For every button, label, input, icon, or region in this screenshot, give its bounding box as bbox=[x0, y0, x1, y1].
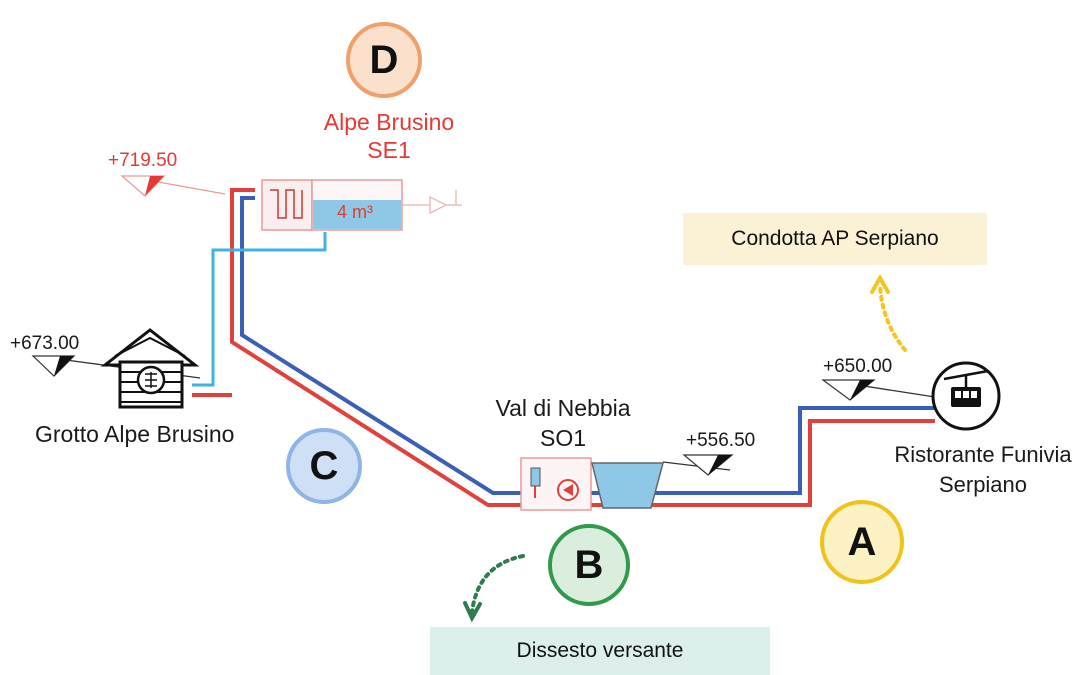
val-di-nebbia-name: Val di Nebbia bbox=[495, 395, 631, 421]
ristorante-location: Serpiano bbox=[938, 472, 1028, 497]
arrow-to-condotta-icon bbox=[878, 283, 907, 352]
reservoir-volume-label: 4 m³ bbox=[337, 202, 373, 222]
elevation-556-label: +556.50 bbox=[686, 430, 756, 451]
pipe-blue bbox=[240, 196, 935, 495]
alpe-brusino-name: Alpe Brusino bbox=[323, 109, 455, 135]
elevation-650-label: +650.00 bbox=[823, 356, 893, 377]
ristorante-name: Ristorante Funivia bbox=[894, 442, 1072, 467]
pipe-red bbox=[230, 188, 935, 507]
elevation-marker-673 bbox=[31, 355, 201, 379]
section-c-letter: C bbox=[309, 443, 339, 488]
grotto-label: Grotto Alpe Brusino bbox=[35, 421, 235, 447]
val-di-nebbia-code: SO1 bbox=[539, 425, 587, 451]
section-d-letter: D bbox=[369, 37, 399, 82]
dissesto-note: Dissesto versante bbox=[430, 627, 770, 675]
section-a-badge: A bbox=[820, 500, 904, 584]
section-c-badge: C bbox=[286, 428, 362, 504]
elevation-marker-556 bbox=[662, 454, 734, 476]
grotto-hut-icon bbox=[100, 328, 200, 409]
ristorante-label: Ristorante Funivia Serpiano bbox=[894, 440, 1071, 500]
val-di-nebbia-label: Val di Nebbia SO1 bbox=[495, 393, 630, 453]
elevation-719-label: +719.50 bbox=[108, 150, 178, 171]
elevation-673-label: +673.00 bbox=[10, 333, 80, 354]
pump-station-so1-icon bbox=[520, 457, 664, 511]
section-a-letter: A bbox=[847, 519, 877, 564]
alpe-brusino-code: SE1 bbox=[367, 137, 411, 163]
tank-so1-icon bbox=[591, 462, 664, 509]
pipe-grotto-light-blue bbox=[192, 232, 327, 387]
cable-car-icon bbox=[931, 361, 1001, 431]
arrow-to-dissesto-icon bbox=[470, 554, 525, 614]
elevation-marker-719 bbox=[120, 175, 226, 197]
section-d-badge: D bbox=[346, 22, 422, 98]
alpe-brusino-label: Alpe Brusino SE1 bbox=[324, 108, 454, 164]
section-b-letter: B bbox=[574, 542, 604, 587]
elevation-marker-650 bbox=[821, 379, 936, 401]
section-b-badge: B bbox=[548, 524, 630, 606]
condotta-note: Condotta AP Serpiano bbox=[683, 213, 987, 265]
reservoir-se1-icon bbox=[261, 179, 462, 231]
